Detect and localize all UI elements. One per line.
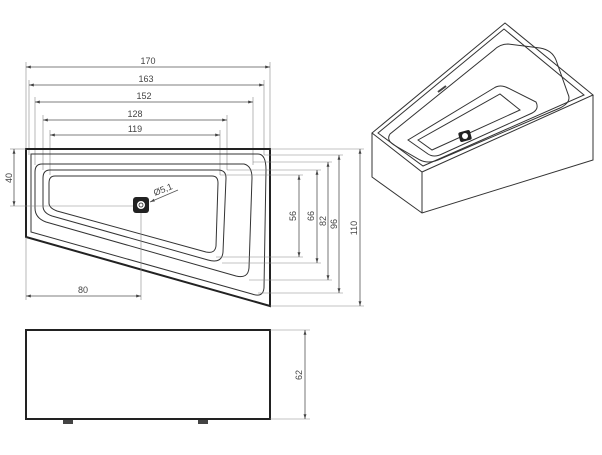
dim-label-56: 56 xyxy=(288,211,298,221)
top-view-tub: Ø5,1 xyxy=(25,148,271,308)
height-dimensions: 56 66 82 96 110 xyxy=(216,148,364,307)
dim-label-110: 110 xyxy=(349,221,359,235)
left-dimensions: 40 80 xyxy=(4,148,142,300)
dim-label-128: 128 xyxy=(127,109,142,119)
dim-label-170: 170 xyxy=(140,56,155,66)
dim-label-62: 62 xyxy=(294,370,304,380)
isometric-view xyxy=(371,22,594,214)
drain-diameter-label: Ø5,1 xyxy=(152,181,174,198)
dim-label-152: 152 xyxy=(136,91,151,101)
dim-label-40: 40 xyxy=(4,173,14,183)
foot-icon xyxy=(198,420,208,424)
foot-icon xyxy=(63,420,73,424)
dim-label-82: 82 xyxy=(318,216,328,226)
dim-label-66: 66 xyxy=(306,211,316,221)
side-view: 62 xyxy=(25,329,310,424)
dim-label-80: 80 xyxy=(78,285,88,295)
width-dimensions: 170 163 152 128 119 xyxy=(25,56,271,175)
dim-label-119: 119 xyxy=(128,124,142,134)
dim-label-96: 96 xyxy=(329,219,339,229)
dim-label-163: 163 xyxy=(138,74,153,84)
